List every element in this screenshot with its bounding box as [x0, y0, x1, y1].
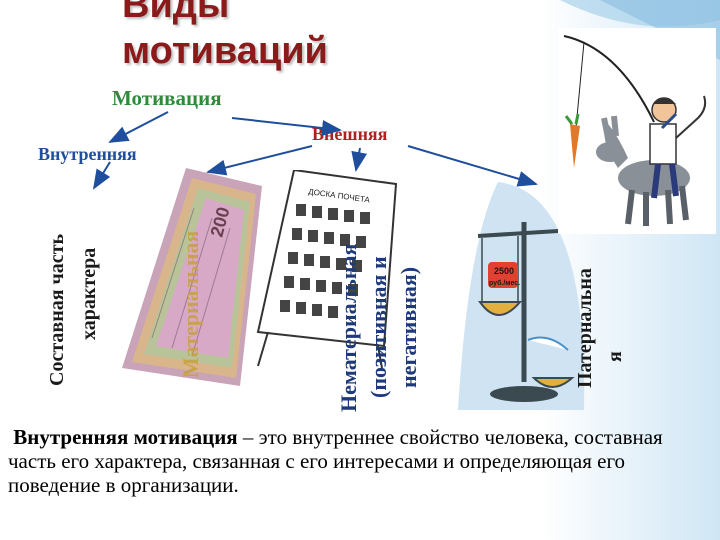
honor-board-image: ДОСКА ПОЧЕТА — [256, 170, 398, 369]
root-label: Мотивация — [112, 86, 222, 110]
definition-term: Внутренняя мотивация — [13, 425, 238, 449]
definition-paragraph: Внутренняя мотивация – это внутреннее св… — [8, 425, 708, 497]
character-part-line-2: характера — [78, 247, 100, 340]
nonmaterial-line-2: (позитивная и — [366, 256, 391, 398]
paternal-line-2: я — [604, 351, 626, 362]
money-banknotes-image: 200 — [122, 168, 262, 386]
paternal-line-1: Патернальна — [574, 268, 596, 388]
nonmaterial-line-3: негативная) — [396, 266, 421, 388]
donkey-carrot-image — [558, 28, 716, 234]
character-part-line-1: Составная часть — [46, 233, 68, 386]
internal-label: Внутренняя — [38, 144, 137, 164]
title-line-2: мотиваций — [122, 30, 328, 72]
title-line-1: Виды — [122, 0, 230, 26]
scales-image: 2500 руб./мес. — [458, 182, 585, 410]
external-label: Внешняя — [312, 124, 388, 144]
material-label: Материальная — [178, 230, 203, 378]
scale-tag-amount: 2500 — [494, 266, 514, 276]
nonmaterial-line-1: Нематериальная — [336, 243, 361, 412]
definition-text: – это внутреннее свойство человека, сост… — [8, 425, 663, 497]
scale-tag-unit: руб./мес. — [489, 279, 520, 287]
